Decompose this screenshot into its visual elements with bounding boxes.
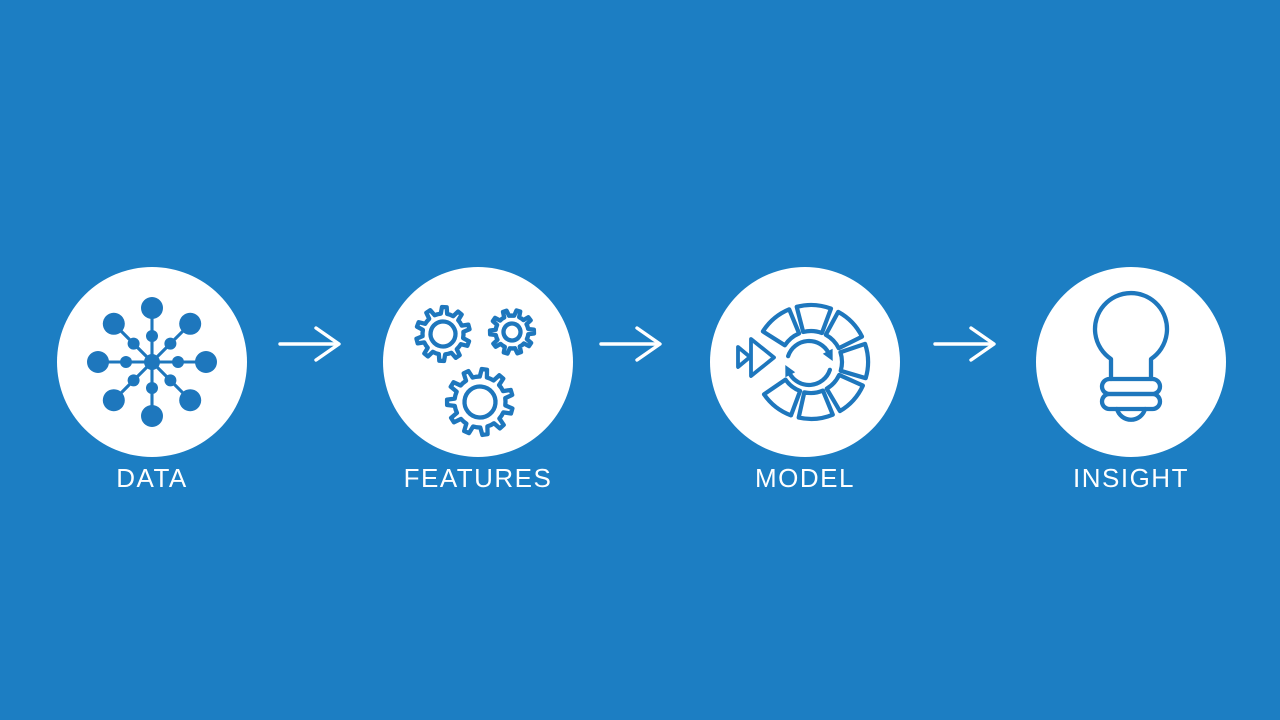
step-label-data: DATA [116, 463, 188, 493]
arrow-right-icon [933, 326, 996, 362]
step-label-insight: INSIGHT [1073, 463, 1189, 493]
input-triangles-icon [736, 337, 776, 378]
pipeline-step-insight: INSIGHT [1036, 267, 1226, 493]
arrow-right-icon [599, 326, 662, 362]
step-circle [383, 267, 573, 457]
step-circle [57, 267, 247, 457]
data-hub-icon [87, 297, 217, 427]
pipeline-step-model: MODEL [710, 267, 900, 493]
model-cycle-wheel-icon [736, 302, 871, 422]
gears-icon [414, 304, 537, 438]
step-circle [1036, 267, 1226, 457]
step-label-features: FEATURES [403, 463, 553, 493]
step-circle [710, 267, 900, 457]
lightbulb-icon [1092, 291, 1170, 422]
step-label-model: MODEL [755, 463, 855, 493]
arrow-right-icon [278, 326, 341, 362]
pipeline-step-features: FEATURES [383, 267, 573, 493]
pipeline-step-data: DATA [57, 267, 247, 493]
